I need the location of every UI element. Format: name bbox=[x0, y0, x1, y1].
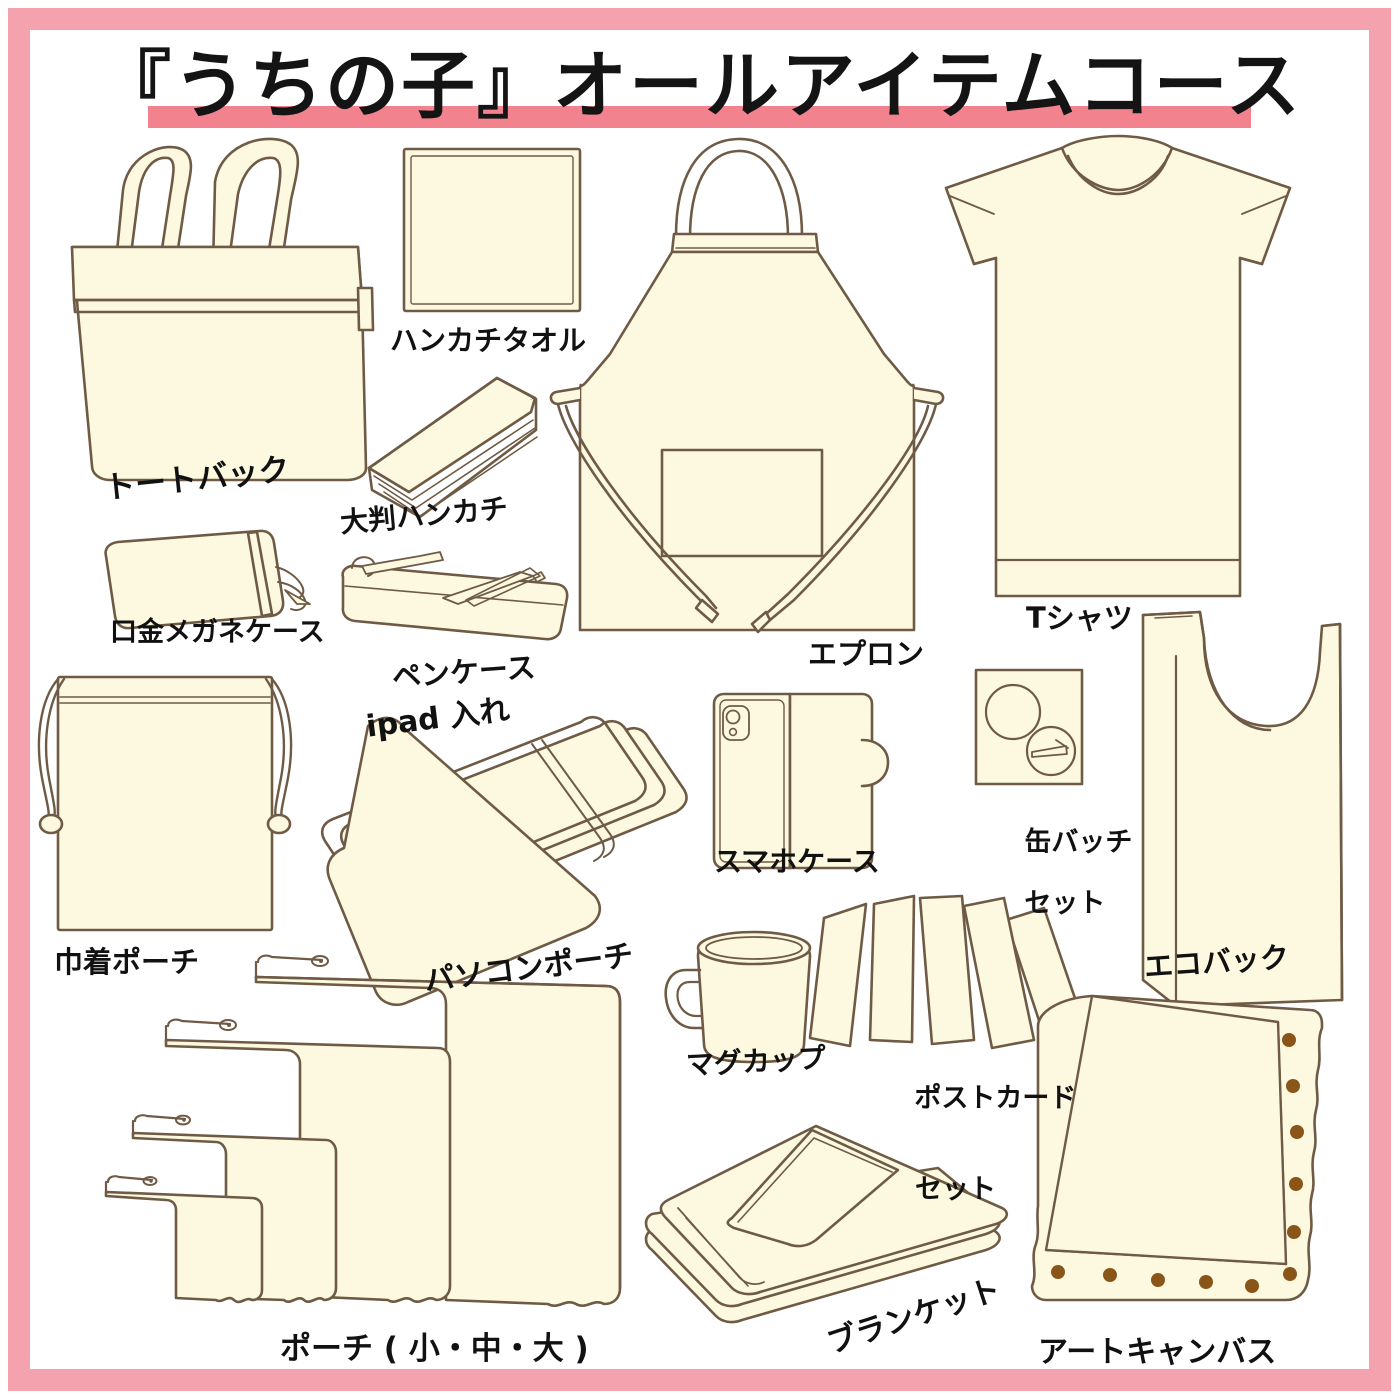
illustration-smartphone-case bbox=[712, 692, 890, 870]
label-mug-cup: マグカップ bbox=[685, 1041, 827, 1082]
label-drawstring-pouch: 巾着ポーチ bbox=[54, 945, 200, 979]
illustration-glasses-case bbox=[104, 529, 311, 630]
illustration-can-badge-set bbox=[974, 668, 1084, 786]
illustration-large-handkerchief bbox=[367, 376, 538, 519]
label-postcard-set-line2: セット bbox=[915, 1173, 996, 1205]
label-pouch-set: ポーチ ( 小・中・大 ) bbox=[280, 1331, 589, 1367]
page-title: 『うちの子』オールアイテムコース bbox=[97, 43, 1302, 129]
label-can-badge-set: 缶バッチ セット bbox=[968, 798, 1132, 949]
illustration-drawstring-pouch bbox=[37, 675, 293, 932]
label-apron: エプロン bbox=[808, 637, 925, 671]
label-can-badge-set-line2: セット bbox=[1024, 887, 1106, 919]
label-smartphone-case: スマホケース bbox=[714, 845, 880, 878]
label-tshirt: Tシャツ bbox=[1026, 601, 1133, 635]
illustration-tote-bag bbox=[70, 137, 375, 482]
title-underline-bar bbox=[148, 106, 1251, 128]
illustration-laptop-pouch bbox=[254, 954, 622, 1307]
label-glasses-case: 口金メガネケース bbox=[110, 617, 325, 648]
illustration-mug-cup bbox=[664, 930, 812, 1064]
label-postcard-set: ポストカード セット bbox=[858, 1054, 1076, 1266]
illustration-pouch-small bbox=[104, 1175, 264, 1304]
illustration-handkerchief-towel bbox=[402, 147, 582, 313]
label-art-canvas: アートキャンバス bbox=[1038, 1335, 1277, 1370]
label-can-badge-set-line1: 缶バッチ bbox=[1024, 827, 1133, 859]
illustration-apron bbox=[549, 137, 945, 634]
label-handkerchief-towel: ハンカチタオル bbox=[390, 324, 587, 357]
illustration-art-canvas bbox=[1030, 994, 1324, 1302]
illustration-pen-case bbox=[341, 551, 569, 641]
illustration-eco-bag bbox=[1141, 610, 1344, 1008]
illustration-tshirt bbox=[944, 134, 1292, 598]
illustration-ipad-sleeve bbox=[320, 715, 688, 1006]
label-postcard-set-line1: ポストカード bbox=[914, 1083, 1077, 1115]
illustration-blanket bbox=[644, 1124, 1009, 1324]
